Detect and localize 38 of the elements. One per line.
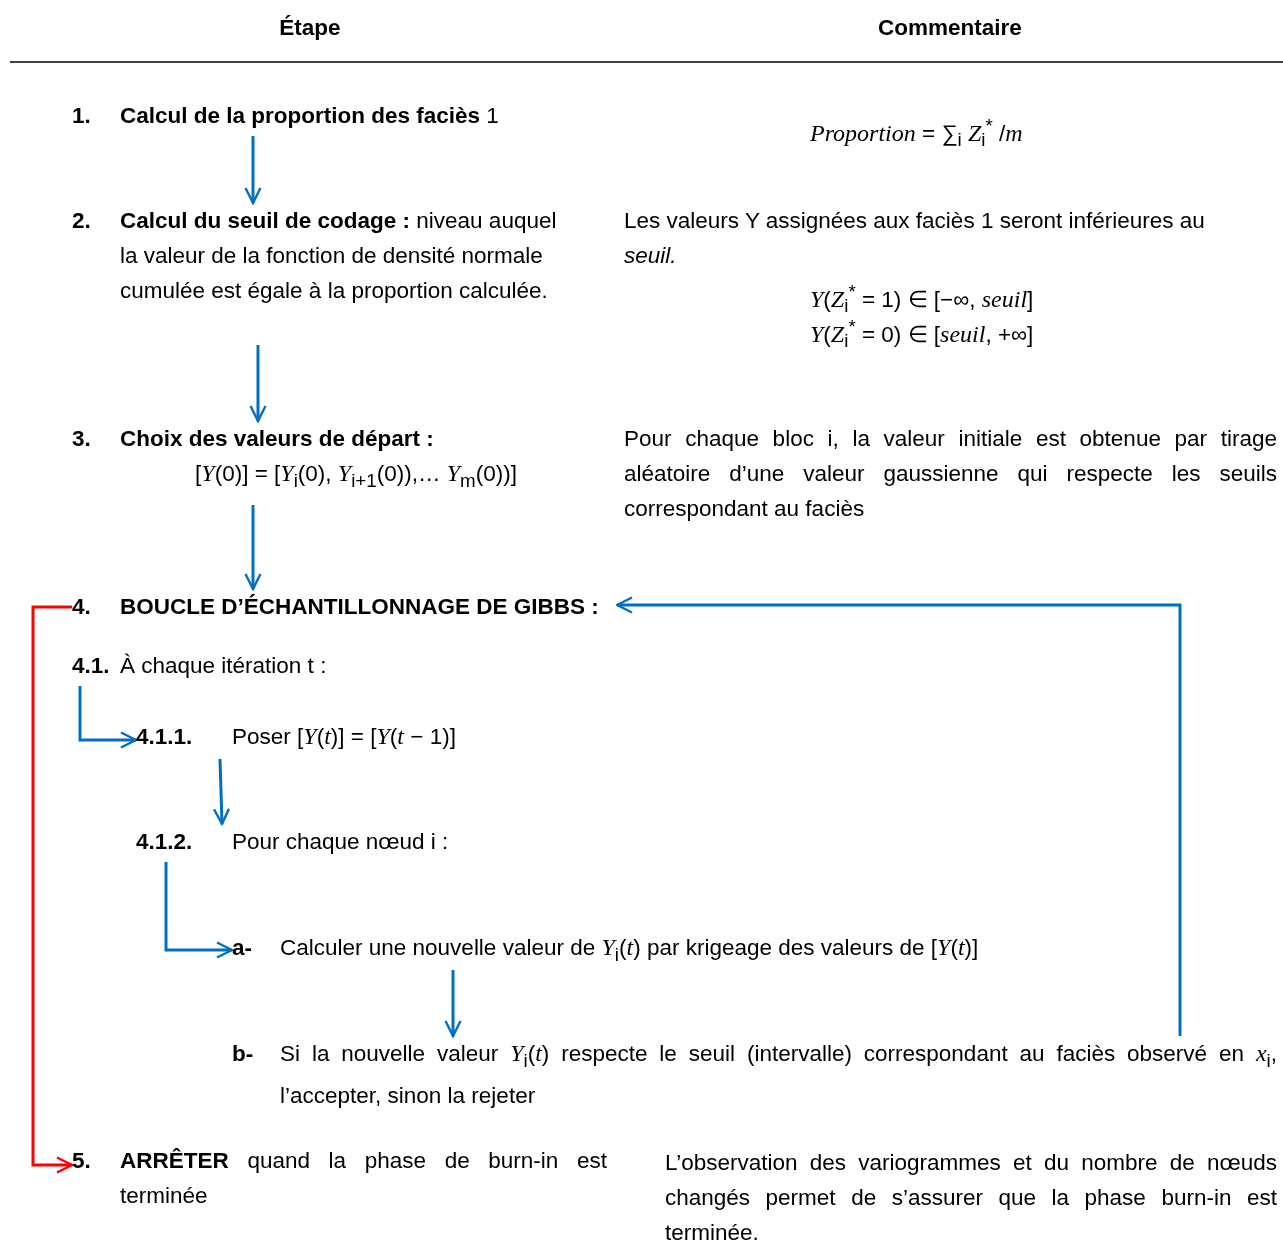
formula: Y(Z$_{i}$$^{*}$ = 0) ∈ [seuil, +∞] [810,315,1035,353]
step-number: 4. [72,593,92,621]
arrow [212,758,231,826]
formula: Y(Z$_{i}$$^{*}$ = 1) ∈ [−∞, seuil] [810,280,1035,318]
step-number: b- [232,1040,255,1068]
step-text: Si la nouvelle valeur Y$_{i}$(t) respecte le seuil (intervalle) correspondant au faciès observé en x$_{i}$, l’accepter, sinon la rejeter [280,1039,1277,1110]
step-text: Pour chaque nœud i : [232,828,450,856]
column-header: Commentaire [877,14,1023,42]
step-text: ARRÊTER quand la phase de burn-in est terminée [120,1147,607,1210]
comment-text: L’observation des variogrammes et du nombre de nœuds changés permet de s’assurer que la phase burn-in est terminée. [665,1149,1277,1243]
step-number: 4.1. [72,652,111,680]
formula: [Y(0)] = [Y$_{i}$(0), Y$_{i+1}$(0)),… Y$_{m}$(0))] [194,459,518,493]
step-text: Choix des valeurs de départ : [120,425,435,453]
arrow [444,970,462,1038]
step-number: 3. [72,425,92,453]
step-text: À chaque itération t : [120,652,328,680]
column-header: Étape [278,14,342,42]
step-text: Calcul de la proportion des faciès 1 [120,102,500,130]
arrow [78,686,138,749]
step-number: 2. [72,207,92,235]
formula: Proportion = ∑$_{i}$ Z$_{i}$$^{*}$ /m [810,114,1024,152]
arrow [31,605,74,1174]
arrow [244,505,262,591]
step-number: 5. [72,1147,92,1175]
comment-text: Pour chaque bloc i, la valeur initiale est obtenue par tirage aléatoire d’une valeur gaussienne qui respecte les seuils correspondant au faciès [624,425,1277,523]
comment-text: Les valeurs Y assignées aux faciès 1 seront inférieures au seuil. [624,207,1206,270]
step-text: Calculer une nouvelle valeur de Y$_{i}$(t) par krigeage des valeurs de [Y(t)] [280,933,980,967]
arrow [164,862,234,959]
step-text: BOUCLE D’ÉCHANTILLONNAGE DE GIBBS : [120,593,600,621]
step-text: Poser [Y(t)] = [Y(t − 1)] [232,722,457,751]
arrow [244,136,262,205]
step-number: 4.1.1. [136,723,194,751]
step-number: 4.1.2. [136,828,194,856]
step-number: 1. [72,102,92,130]
arrow [615,596,1182,1036]
step-number: a- [232,934,253,962]
step-text: Calcul du seuil de codage : niveau auquel la valeur de la fonction de densité normale cumulée est égale à la proportion calculée. [120,207,558,305]
arrow [249,345,267,423]
